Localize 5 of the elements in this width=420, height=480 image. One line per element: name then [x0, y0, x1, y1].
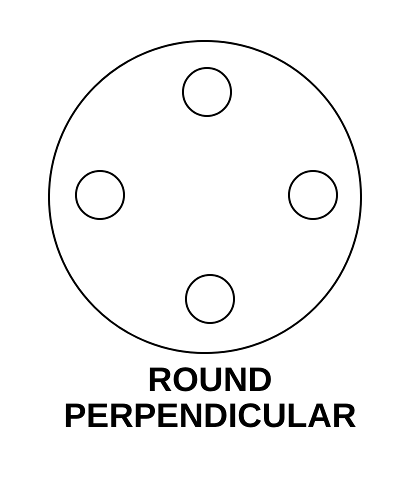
hole-circle [75, 170, 125, 220]
hole-circle [288, 170, 338, 220]
hole-circle [185, 274, 235, 324]
hole-circle [182, 67, 232, 117]
caption: ROUND PERPENDICULAR [62, 362, 358, 434]
